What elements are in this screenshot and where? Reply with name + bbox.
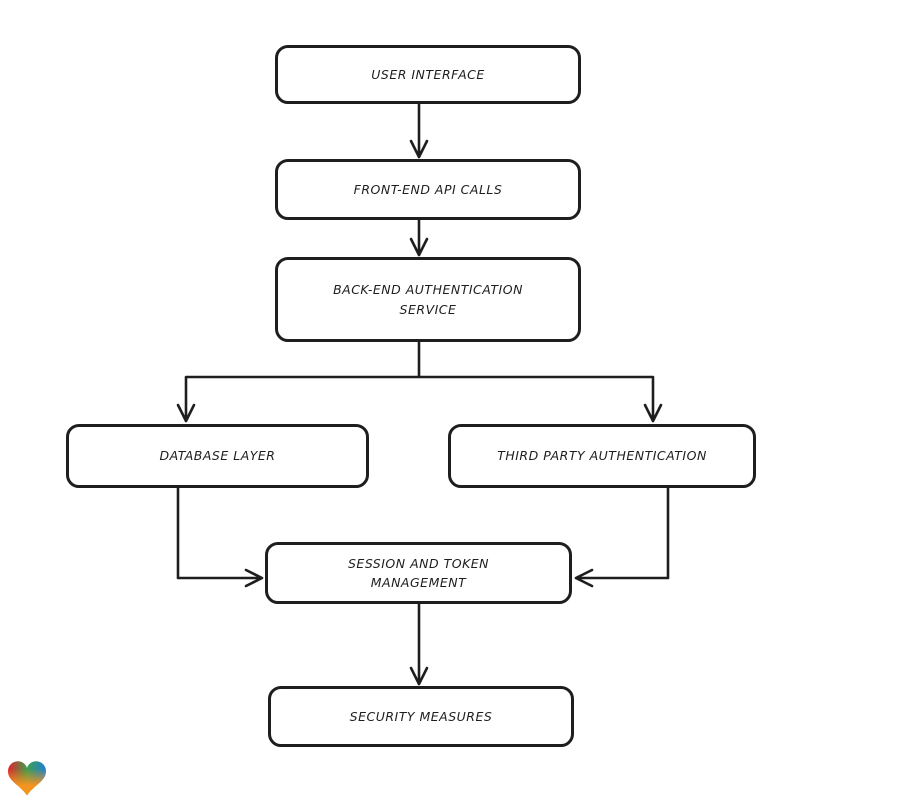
node-back-end-authentication-service: BACK-END AUTHENTICATION SERVICE [275, 257, 581, 342]
node-third-party-authentication: THIRD PARTY AUTHENTICATION [448, 424, 756, 488]
node-user-interface: USER INTERFACE [275, 45, 581, 104]
node-third-party-authentication-label: THIRD PARTY AUTHENTICATION [497, 448, 707, 464]
edge-thirdparty-to-session [574, 486, 670, 588]
node-database-layer: DATABASE LAYER [66, 424, 369, 488]
node-security-measures: SECURITY MEASURES [268, 686, 574, 747]
edge-session-to-security [409, 602, 429, 686]
node-front-end-api-calls: FRONT-END API CALLS [275, 159, 581, 220]
edge-ui-to-frontend [409, 102, 429, 159]
node-front-end-api-calls-label: FRONT-END API CALLS [353, 181, 503, 197]
edge-frontend-to-backend [409, 218, 429, 257]
edge-backend-branch [176, 340, 663, 423]
node-user-interface-label: USER INTERFACE [371, 66, 485, 82]
edge-database-to-session [176, 486, 264, 588]
node-back-end-authentication-service-label: BACK-END AUTHENTICATION SERVICE [333, 282, 523, 317]
node-session-and-token-management-label: SESSION AND TOKEN MANAGEMENT [347, 555, 490, 590]
node-security-measures-label: SECURITY MEASURES [349, 708, 493, 724]
node-database-layer-label: DATABASE LAYER [159, 448, 276, 464]
gradient-heart-logo[interactable] [8, 761, 46, 797]
heart-icon [8, 761, 46, 796]
node-session-and-token-management: SESSION AND TOKEN MANAGEMENT [265, 542, 572, 604]
